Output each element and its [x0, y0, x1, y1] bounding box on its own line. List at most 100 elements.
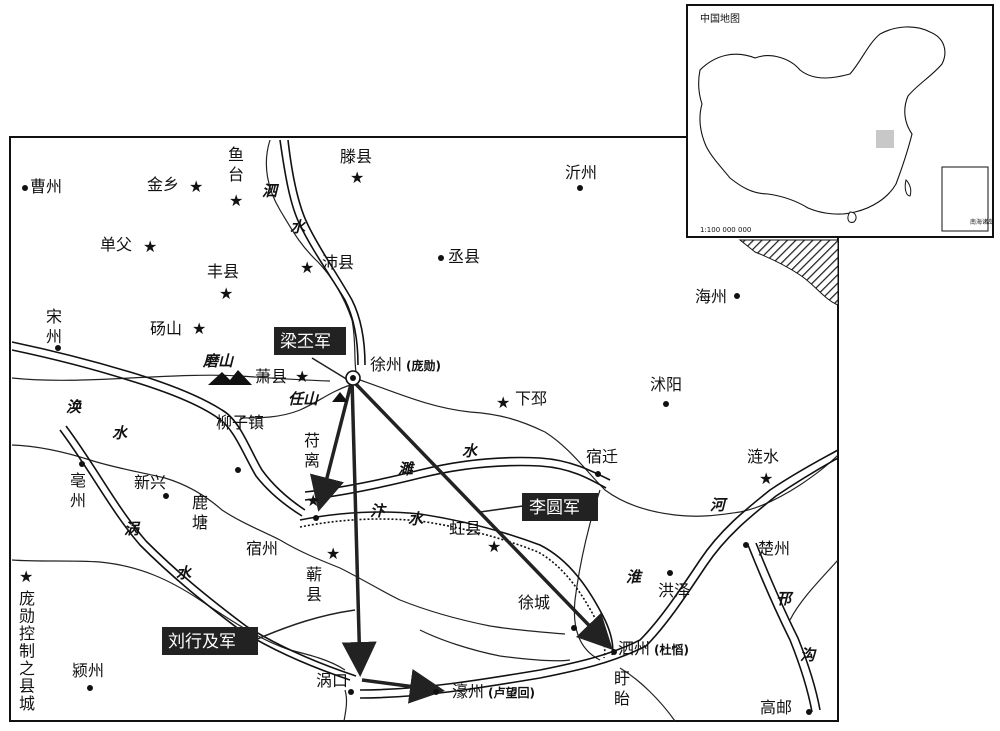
town-label-xinxing: 新兴 [134, 473, 166, 492]
legend-char: 勋 [19, 607, 35, 626]
town-label-sizhou: 泗州 [618, 639, 650, 658]
river-label-bian-2: 水 [408, 510, 424, 528]
town-dot-marker [734, 293, 740, 299]
river-label-guo-2: 水 [176, 564, 192, 582]
legend-char: 控 [19, 624, 35, 643]
legend-char: 县 [19, 677, 35, 696]
river-label-huai-2: 河 [710, 496, 728, 514]
town-label-lutang-1: 鹿 [192, 493, 208, 512]
river-label-han-1: 邗 [776, 590, 794, 608]
army-label-li: 李圆军 [529, 498, 580, 518]
town-dot-marker [663, 401, 669, 407]
town-label-qixian-2: 县 [306, 585, 322, 604]
town-label-xuzhou: 徐州 [370, 355, 402, 374]
legend-char: 城 [19, 694, 35, 713]
star-marker-icon: ★ [300, 258, 314, 277]
town-label-shuyang: 沭阳 [650, 375, 682, 394]
town-label-yizhou: 沂州 [565, 163, 597, 182]
town-label-haozhou: 濠州 [452, 682, 484, 701]
star-marker-icon: ★ [219, 284, 233, 303]
town-dot-marker [611, 649, 617, 655]
town-label-yutai-2: 台 [228, 165, 244, 184]
taiwan-outline [904, 179, 912, 197]
star-marker-icon: ★ [143, 237, 157, 256]
town-label-liuzizhen: 柳子镇 [216, 413, 264, 432]
town-note-haozhou: (卢望回) [488, 685, 535, 700]
mountain-icon [332, 392, 348, 402]
town-dot-marker [438, 255, 444, 261]
star-marker-icon: ★ [496, 393, 510, 412]
town-label-xuyi-2: 眙 [614, 689, 630, 708]
town-label-guokou: 涡口 [316, 671, 348, 690]
army-box-li [522, 493, 598, 521]
town-label-hongze: 洪泽 [658, 581, 690, 600]
town-dot-marker [55, 345, 61, 351]
river-label-han-2: 沟 [800, 646, 817, 664]
town-label-qixian-1: 蕲 [306, 565, 322, 584]
town-label-xucheng: 徐城 [518, 593, 550, 612]
town-dot-marker [433, 689, 439, 695]
star-marker-icon: ★ [350, 168, 364, 187]
town-label-lianshui: 涟水 [747, 447, 779, 466]
town-dot-marker [79, 461, 85, 467]
mountain-label-moshan: 磨山 [202, 352, 235, 370]
hainan-outline [847, 211, 857, 223]
army-box-liang [274, 327, 346, 355]
south-sea-box [941, 166, 989, 232]
town-label-songzhou-1: 宋 [46, 307, 62, 326]
star-marker-icon: ★ [326, 544, 340, 563]
star-marker-icon: ★ [295, 367, 309, 386]
star-marker-icon: ★ [192, 319, 206, 338]
inset-map: 中国地图 南海诸岛 1:100 000 000 [686, 4, 994, 238]
town-label-chuzhou: 楚州 [758, 539, 790, 558]
star-marker-icon: ★ [306, 491, 320, 510]
town-label-yutai-1: 鱼 [228, 145, 244, 164]
town-label-fuli-1: 苻 [304, 431, 320, 450]
army-label-liu: 刘行及军 [168, 632, 236, 652]
town-label-danfu: 单父 [100, 235, 132, 254]
star-marker-icon: ★ [229, 191, 243, 210]
legend-char: 之 [19, 659, 35, 678]
town-label-suqian: 宿迁 [586, 447, 618, 466]
town-label-fuli-2: 离 [304, 451, 320, 470]
label-pointers [254, 357, 531, 641]
town-label-songzhou-2: 州 [46, 327, 62, 346]
legend-char: 庞 [19, 589, 35, 608]
star-marker-icon: ★ [189, 177, 203, 196]
town-label-xuyi-1: 盱 [614, 669, 630, 688]
town-note-sizhou: (杜慆) [654, 642, 689, 657]
xuzhou-marker [345, 370, 361, 386]
town-label-gaoyou: 高邮 [760, 698, 792, 717]
rivers [11, 139, 839, 713]
town-dot-marker [87, 685, 93, 691]
town-dot-marker [22, 185, 28, 191]
town-label-peixian: 沛县 [322, 253, 354, 272]
army-label-liang: 梁丕军 [280, 332, 331, 352]
town-dot-marker [163, 493, 169, 499]
south-sea-label: 南海诸岛 [970, 218, 994, 226]
town-dot-marker [571, 625, 577, 631]
town-label-bozhou-2: 州 [70, 491, 86, 510]
town-label-tengxian: 滕县 [340, 147, 372, 166]
town-label-xiapi: 下邳 [515, 389, 547, 408]
mountain-label-renshan: 任山 [288, 390, 320, 408]
river-label-si-2: 水 [290, 218, 306, 236]
town-label-lutang-2: 塘 [192, 513, 208, 532]
mountain-icon [208, 370, 252, 385]
river-label-sui-2: 水 [462, 442, 478, 460]
star-towns: ★★★★★★★★★★★★★ [143, 168, 773, 563]
china-outline [698, 26, 946, 215]
legend-star-icon: ★ [19, 567, 33, 586]
town-label-fengxian: 丰县 [207, 262, 239, 281]
river-label-huan-1: 涣 [66, 398, 82, 416]
inset-title: 中国地图 [700, 12, 740, 25]
town-dot-marker [348, 689, 354, 695]
river-label-huai-1: 淮 [626, 568, 643, 586]
town-label-haizhou: 海州 [695, 287, 727, 306]
dot-towns [22, 185, 812, 715]
town-dot-marker [667, 570, 673, 576]
river-label-sui-1: 濉 [398, 460, 416, 478]
town-note-xuzhou: (庞勋) [406, 358, 441, 373]
